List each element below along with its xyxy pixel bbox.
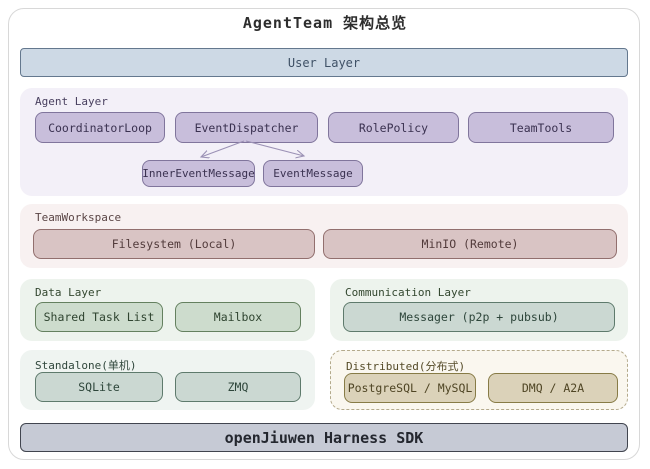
sqlite-box: SQLite (35, 372, 163, 402)
sdk-bar: openJiuwen Harness SDK (20, 423, 628, 452)
postgresql-mysql-box: PostgreSQL / MySQL (344, 373, 476, 403)
innereventmessage-box: InnerEventMessage (142, 160, 255, 187)
sdk-bar-label: openJiuwen Harness SDK (224, 428, 424, 447)
agent-layer-section: Agent Layer CoordinatorLoop EventDispatc… (20, 88, 628, 196)
teamtools-box: TeamTools (468, 112, 614, 143)
mailbox-box: Mailbox (175, 302, 301, 332)
user-layer-bar: User Layer (20, 48, 628, 77)
user-layer-label: User Layer (287, 55, 361, 70)
communication-layer-label: Communication Layer (345, 286, 471, 299)
messager-box: Messager (p2p + pubsub) (343, 302, 615, 332)
diagram-title: AgentTeam 架构总览 (242, 14, 408, 32)
communication-layer-section: Communication Layer Messager (p2p + pubs… (330, 279, 628, 341)
filesystem-local-box: Filesystem (Local) (33, 229, 315, 259)
standalone-section: Standalone(单机) SQLite ZMQ (20, 350, 315, 410)
minio-remote-box: MinIO (Remote) (323, 229, 617, 259)
standalone-label: Standalone(单机) (35, 359, 137, 372)
team-workspace-label: TeamWorkspace (35, 211, 122, 224)
agent-layer-label: Agent Layer (35, 95, 108, 108)
diagram-outer-frame (8, 8, 640, 460)
data-layer-section: Data Layer Shared Task List Mailbox (20, 279, 315, 341)
shared-task-list-box: Shared Task List (35, 302, 163, 332)
team-workspace-section: TeamWorkspace Filesystem (Local) MinIO (… (20, 204, 628, 268)
eventdispatcher-box: EventDispatcher (175, 112, 318, 143)
rolepolicy-box: RolePolicy (328, 112, 459, 143)
zmq-box: ZMQ (175, 372, 301, 402)
eventmessage-box: EventMessage (263, 160, 363, 187)
distributed-label: Distributed(分布式) (346, 360, 466, 373)
dmq-a2a-box: DMQ / A2A (488, 373, 618, 403)
distributed-section: Distributed(分布式) PostgreSQL / MySQL DMQ … (330, 350, 628, 410)
coordinatorloop-box: CoordinatorLoop (35, 112, 165, 143)
data-layer-label: Data Layer (35, 286, 102, 299)
